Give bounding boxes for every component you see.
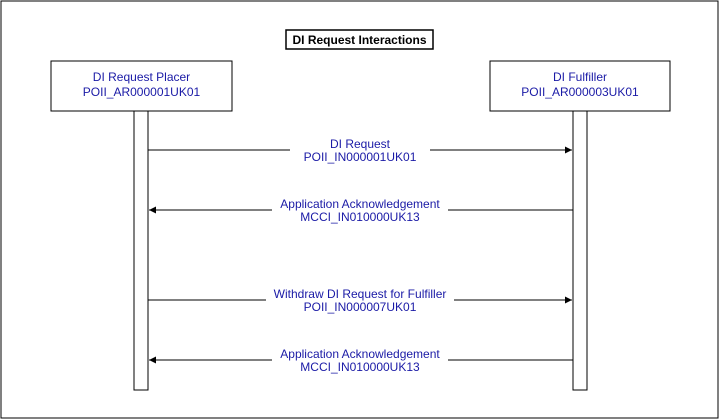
message-label-bg [266, 286, 454, 314]
message-label-bg [272, 346, 448, 374]
actor-id-placer: POII_AR000001UK01 [83, 85, 201, 99]
message-label: Application Acknowledgement [280, 197, 440, 211]
message-di-request: DI Request POII_IN000001UK01 [148, 136, 572, 164]
message-code: MCCI_IN010000UK13 [300, 360, 420, 374]
message-application-acknowledgement: Application Acknowledgement MCCI_IN01000… [149, 346, 573, 374]
message-label-bg [290, 136, 430, 164]
actor-id-fulfiller: POII_AR000003UK01 [521, 85, 639, 99]
diagram-title: DI Request Interactions [292, 33, 426, 47]
message-code: POII_IN000007UK01 [304, 300, 417, 314]
actor-box-placer [50, 60, 233, 112]
actor-name-placer: DI Request Placer [93, 70, 190, 84]
message-application-acknowledgement: Application Acknowledgement MCCI_IN01000… [149, 196, 573, 224]
message-label: DI Request [330, 137, 391, 151]
lifeline-placer [133, 109, 149, 391]
message-code: MCCI_IN010000UK13 [300, 210, 420, 224]
message-withdraw-di-request: Withdraw DI Request for Fulfiller POII_I… [148, 286, 572, 314]
lifeline-fulfiller [572, 109, 588, 391]
message-code: POII_IN000001UK01 [304, 150, 417, 164]
message-label-bg [272, 196, 448, 224]
actor-name-fulfiller: DI Fulfiller [553, 70, 607, 84]
actor-box-fulfiller [489, 60, 671, 112]
message-label: Application Acknowledgement [280, 347, 440, 361]
title-box [285, 29, 434, 50]
message-label: Withdraw DI Request for Fulfiller [274, 287, 447, 301]
